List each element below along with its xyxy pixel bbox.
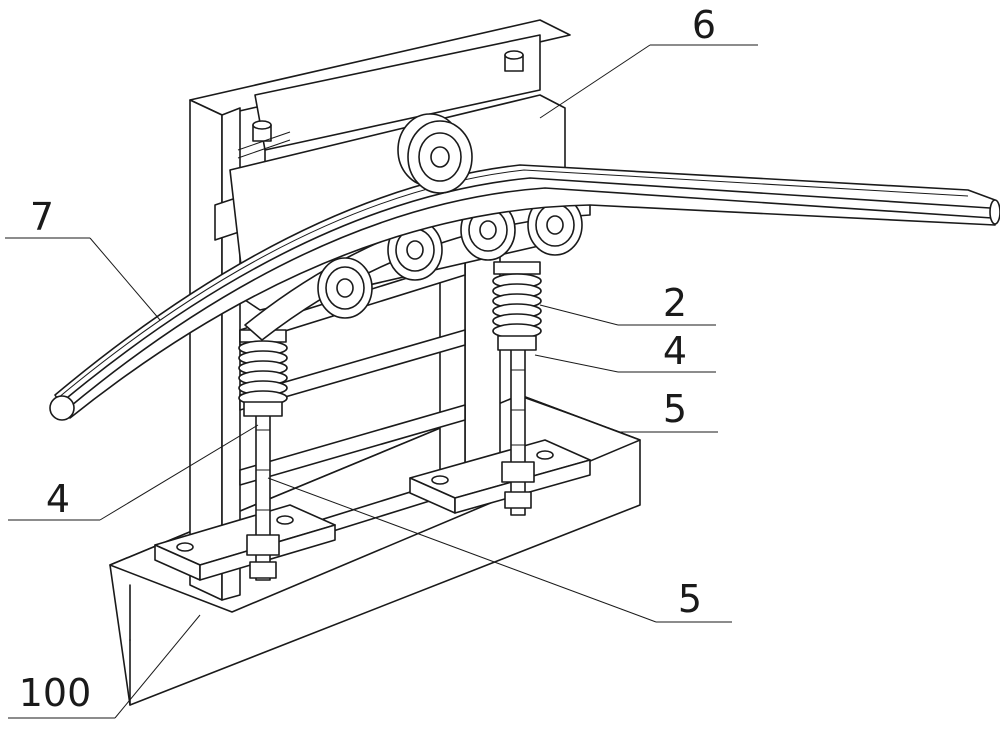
label-100: 100 [19, 671, 92, 715]
top-press-roller [397, 113, 473, 194]
spring-right [492, 261, 542, 351]
leader-lines [5, 44, 758, 719]
lower-roller-4 [527, 194, 583, 256]
cable-trough [49, 164, 1000, 421]
label-5-right: 5 [663, 387, 687, 431]
label-5-lower: 5 [678, 577, 702, 621]
threaded-rod-left [246, 409, 280, 581]
label-4-right: 4 [663, 329, 687, 373]
lower-roller-1 [317, 257, 373, 319]
label-2: 2 [663, 281, 687, 325]
label-7: 7 [30, 195, 54, 239]
threaded-rod-right [501, 344, 535, 516]
spring-left [238, 329, 288, 417]
label-4-left: 4 [46, 477, 70, 521]
label-6: 6 [692, 3, 716, 47]
